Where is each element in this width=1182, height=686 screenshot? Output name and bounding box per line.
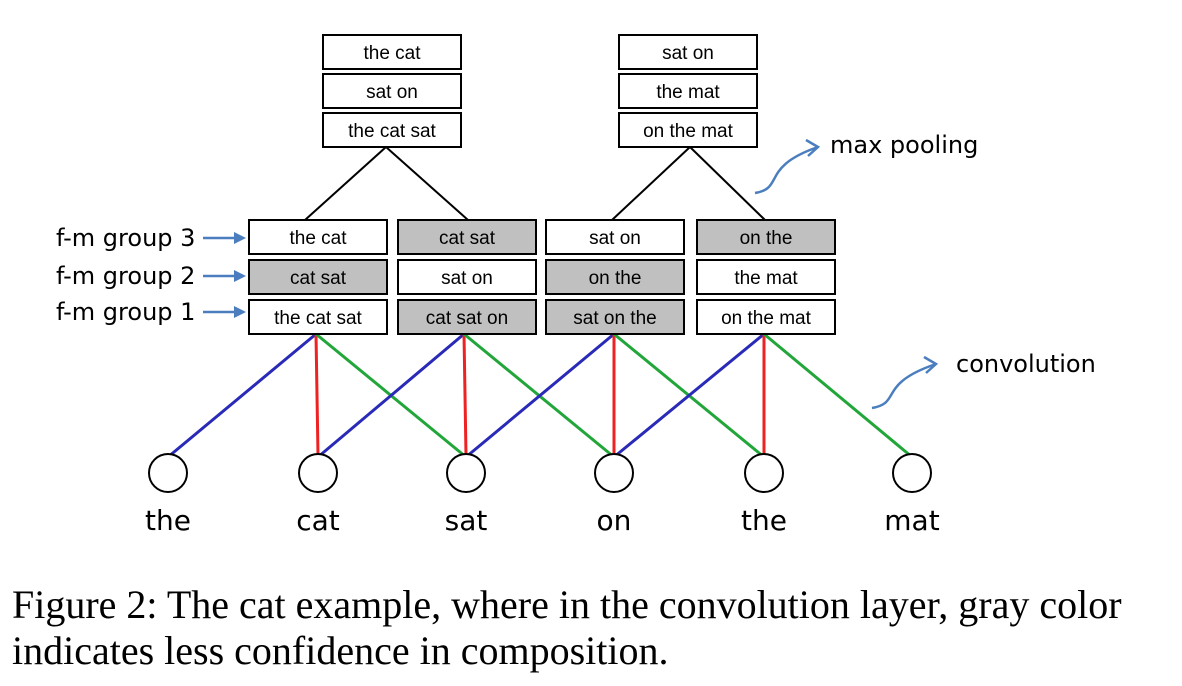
conv-box: sat on — [397, 259, 537, 295]
side-labels: f-m group 3 f-m group 2 f-m group 1 max poo… — [56, 131, 1096, 410]
diagram-canvas: the cat cat sat the cat sat cat sat sat on ca… — [56, 34, 1096, 537]
conv-box-label: on the — [740, 228, 793, 249]
conv-box-label: cat sat on — [426, 308, 508, 329]
pooling-arrow-curve — [754, 145, 819, 195]
conv-box-label: on the mat — [721, 308, 811, 329]
phrase-boxes: the cat cat sat the cat sat cat sat sat on ca… — [248, 34, 836, 335]
conv-box-label: cat sat — [439, 228, 496, 249]
word-label: cat — [296, 504, 340, 537]
group-label: f-m group 1 — [56, 298, 195, 326]
max-pooling-label: max pooling — [830, 131, 978, 159]
pooled-box: sat on — [322, 73, 462, 109]
figure-caption: Figure 2: The cat example, where in the … — [12, 582, 1122, 673]
pooled-box-rect — [618, 73, 758, 109]
convolution-label: convolution — [956, 350, 1096, 378]
conv-box: sat on the — [545, 299, 685, 335]
connection-lines — [167, 146, 913, 459]
conv-box: on the — [545, 259, 685, 295]
pooled-box-label: the mat — [656, 82, 720, 103]
pooled-box-label: the cat sat — [348, 121, 436, 142]
pooled-box-rect — [618, 112, 758, 148]
pooling-arrow-head — [805, 138, 821, 157]
convolution-arrow-head — [923, 355, 939, 374]
conv-line-blue — [167, 332, 317, 459]
pooled-box-label: sat on — [662, 43, 714, 64]
word-node-circle — [744, 453, 784, 493]
pooling-line — [385, 146, 469, 221]
pooled-box-rect — [322, 112, 462, 148]
conv-box-label: sat on — [441, 268, 493, 289]
conv-box: the mat — [696, 259, 836, 295]
group-label: f-m group 3 — [56, 224, 195, 252]
conv-line-red — [314, 333, 320, 456]
conv-box-rect — [248, 299, 388, 335]
conv-box: on the mat — [696, 299, 836, 335]
group-arrow-head — [234, 306, 246, 318]
word-node-circle — [594, 453, 634, 493]
conv-line-green — [763, 332, 913, 459]
pooled-box: the mat — [618, 73, 758, 109]
conv-box-label: cat sat — [290, 268, 347, 289]
conv-box-rect — [545, 299, 685, 335]
group-arrow-head — [234, 270, 246, 282]
pooled-box-label: the cat — [363, 43, 421, 64]
conv-box-label: on the — [589, 268, 642, 289]
group-arrow-head — [234, 232, 246, 244]
pooled-box-rect — [618, 34, 758, 70]
word-label: mat — [884, 504, 939, 537]
conv-box: cat sat — [397, 219, 537, 255]
word-node-circle — [148, 453, 188, 493]
conv-box-rect — [397, 259, 537, 295]
pooled-box: the cat — [322, 34, 462, 70]
word-node-circle — [298, 453, 338, 493]
word-label: the — [145, 504, 191, 537]
conv-box-rect — [397, 299, 537, 335]
conv-line-blue — [317, 332, 465, 459]
conv-box: sat on — [545, 219, 685, 255]
conv-box-label: the cat sat — [274, 308, 362, 329]
group-label: f-m group 2 — [56, 262, 195, 290]
word-node-circle — [892, 453, 932, 493]
conv-box-rect — [696, 299, 836, 335]
word-label: on — [597, 504, 632, 537]
conv-line-red — [462, 333, 468, 456]
word-label: sat — [445, 504, 488, 537]
conv-box: the cat sat — [248, 299, 388, 335]
pooled-box: the cat sat — [322, 112, 462, 148]
conv-box-rect — [248, 259, 388, 295]
pooling-line — [689, 146, 766, 221]
conv-box-rect — [696, 259, 836, 295]
conv-box: cat sat — [248, 259, 388, 295]
conv-box-label: sat on the — [573, 308, 656, 329]
conv-box-label: the cat — [289, 228, 347, 249]
convolution-arrow-curve — [871, 362, 937, 410]
pooling-line — [304, 146, 387, 221]
conv-box-label: the mat — [734, 268, 798, 289]
conv-box-rect — [397, 219, 537, 255]
pooled-box-label: on the mat — [643, 121, 733, 142]
conv-box: on the — [696, 219, 836, 255]
conv-box: cat sat on — [397, 299, 537, 335]
pooled-box-rect — [322, 34, 462, 70]
conv-line-blue — [613, 332, 765, 459]
conv-box-label: sat on — [589, 228, 641, 249]
word-label: the — [741, 504, 787, 537]
pooled-box-label: sat on — [366, 82, 418, 103]
conv-line-blue — [465, 332, 615, 459]
conv-box-rect — [248, 219, 388, 255]
conv-box-rect — [545, 259, 685, 295]
word-nodes: the cat sat on the mat — [145, 453, 940, 537]
conv-box: the cat — [248, 219, 388, 255]
pooled-box-rect — [322, 73, 462, 109]
pooled-box: on the mat — [618, 112, 758, 148]
word-node-circle — [446, 453, 486, 493]
conv-box-rect — [545, 219, 685, 255]
pooling-line — [611, 146, 691, 221]
pooled-box: sat on — [618, 34, 758, 70]
conv-box-rect — [696, 219, 836, 255]
